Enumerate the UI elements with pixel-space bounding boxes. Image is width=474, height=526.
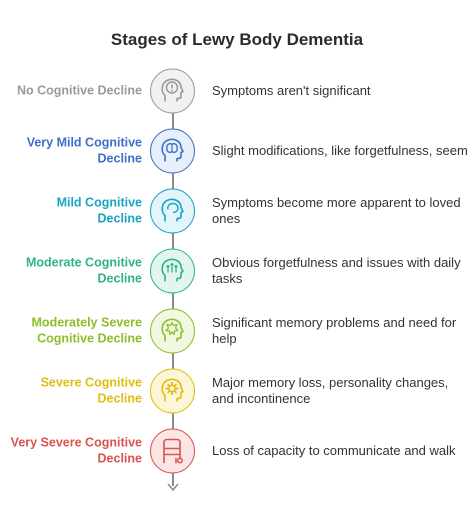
stage-moderate-cognitive-decline: Moderate Cognitive Decline Obvious forge… — [0, 241, 474, 301]
stage-label: Moderate Cognitive Decline — [2, 256, 142, 287]
stage-label-line2: Decline — [97, 391, 142, 405]
stage-label: Very Mild Cognitive Decline — [2, 136, 142, 167]
stage-label: Mild Cognitive Decline — [2, 196, 142, 227]
stage-severe-cognitive-decline: Severe Cognitive Decline Major memory lo… — [0, 361, 474, 421]
head-exclamation-icon — [161, 78, 184, 102]
stage-label-line1: Moderately Severe — [31, 315, 142, 330]
diagram-title: Stages of Lewy Body Dementia — [110, 30, 364, 49]
stage-label-line2: Decline — [97, 271, 142, 285]
stage-description: Slight modifications, like forgetfulness… — [212, 143, 468, 158]
stage-icon-circle — [150, 248, 195, 294]
stage-icon-circle — [150, 128, 195, 174]
stage-label: Severe Cognitive Decline — [2, 376, 142, 407]
stage-icon-circle — [150, 68, 195, 114]
head-brain-icon — [161, 138, 184, 162]
walker-icon — [163, 438, 183, 464]
stage-label-line1: Very Severe Cognitive — [10, 435, 142, 450]
stage-description: Obvious forgetfulness and issues with da… — [212, 255, 461, 286]
stage-description: Significant memory problems and need for… — [212, 315, 457, 346]
stage-label-line2: Decline — [97, 151, 142, 165]
stage-label-line2: Decline — [97, 451, 142, 465]
stage-label-line1: Mild Cognitive — [56, 195, 142, 210]
stage-very-severe-cognitive-decline: Very Severe Cognitive Decline Loss of ca… — [0, 421, 474, 481]
stage-label-line1: Very Mild Cognitive — [26, 135, 142, 150]
stage-label: Very Severe Cognitive Decline — [2, 436, 142, 467]
stage-description: Symptoms aren't significant — [212, 83, 371, 98]
timeline-arrow-icon — [167, 483, 179, 492]
stage-label: No Cognitive Decline — [2, 83, 142, 99]
head-arrows-icon — [161, 258, 184, 282]
stage-label: Moderately Severe Cognitive Decline — [2, 316, 142, 347]
stage-icon-circle — [150, 188, 195, 234]
stage-no-cognitive-decline: No Cognitive Decline Symptoms aren't sig… — [0, 61, 474, 121]
stage-label-line1: Moderate Cognitive — [26, 255, 142, 270]
head-gear-icon — [161, 378, 184, 402]
stage-moderately-severe-cognitive-decline: Moderately Severe Cognitive Decline Sign… — [0, 301, 474, 361]
stage-very-mild-cognitive-decline: Very Mild Cognitive Decline Slight modif… — [0, 121, 474, 181]
stage-icon-circle — [150, 368, 195, 414]
stage-description: Symptoms become more apparent to loved o… — [212, 195, 461, 226]
stage-description: Loss of capacity to communicate and walk — [212, 443, 456, 458]
head-burst-icon — [161, 318, 184, 342]
stage-mild-cognitive-decline: Mild Cognitive Decline Symptoms become m… — [0, 181, 474, 241]
stage-label-line2: Cognitive Decline — [37, 331, 142, 345]
stage-icon-circle — [150, 308, 195, 354]
stage-description: Major memory loss, personality changes, … — [212, 375, 449, 406]
stage-icon-circle — [150, 428, 195, 474]
stage-label-line2: Decline — [97, 211, 142, 225]
head-outline-icon — [161, 198, 184, 222]
stage-label-line1: Severe Cognitive — [40, 375, 142, 390]
stage-label-line1: No Cognitive Decline — [16, 83, 142, 98]
